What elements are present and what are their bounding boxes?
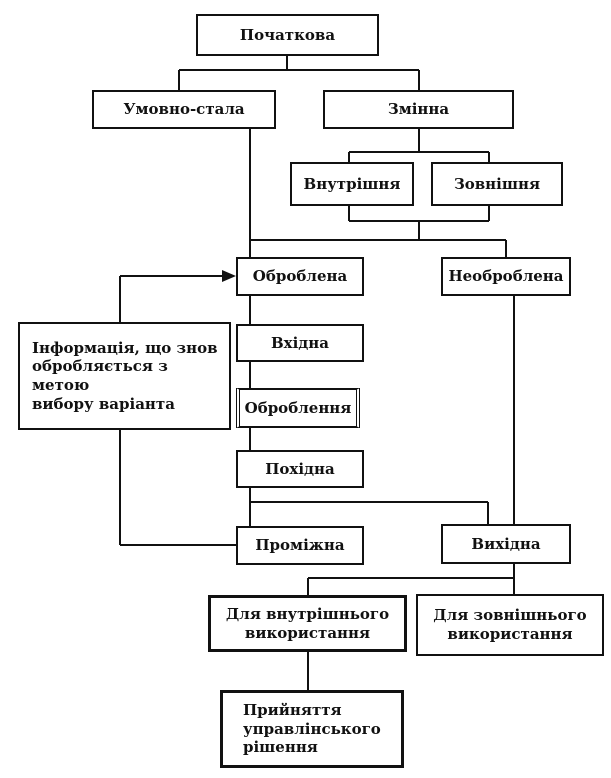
node-unprocessed: Необроблена <box>441 257 571 296</box>
node-internal-label: Внутрішня <box>303 174 401 193</box>
node-for-external-use-label: Для зовнішнього використання <box>433 606 587 643</box>
node-for-external-use: Для зовнішнього використання <box>416 594 604 656</box>
node-output: Вихідна <box>441 524 571 564</box>
node-for-internal-use-label: Для внутрішнього використання <box>225 604 390 642</box>
node-input-label: Вхідна <box>270 333 329 352</box>
node-variable-label: Змінна <box>387 100 450 119</box>
node-unprocessed-label: Необроблена <box>448 267 564 286</box>
node-output-label: Вихідна <box>471 534 541 553</box>
node-output-derived-label: Похідна <box>265 459 335 478</box>
node-output-derived: Похідна <box>236 450 364 488</box>
node-intermediate-label: Проміжна <box>255 536 345 555</box>
node-processed-label: Оброблена <box>252 267 348 286</box>
node-initial-label: Початкова <box>239 25 336 44</box>
node-management-decision: Прийняття управлінського рішення <box>220 690 404 768</box>
node-for-internal-use: Для внутрішнього використання <box>208 595 407 652</box>
node-management-decision-label: Прийняття управлінського рішення <box>243 700 381 757</box>
node-initial: Початкова <box>196 14 379 56</box>
node-external: Зовнішня <box>431 162 563 206</box>
node-processing: Оброблення <box>236 388 360 428</box>
node-input: Вхідна <box>236 324 364 362</box>
node-info-reprocessed: Інформація, що знов обробляється з метою… <box>18 322 231 430</box>
node-conditional-constant: Умовно-стала <box>92 90 276 129</box>
node-processed: Оброблена <box>236 257 364 296</box>
node-processing-label: Оброблення <box>244 398 352 417</box>
node-conditional-constant-label: Умовно-стала <box>123 100 245 119</box>
node-intermediate: Проміжна <box>236 526 364 565</box>
node-external-label: Зовнішня <box>453 174 541 193</box>
node-variable: Змінна <box>323 90 514 129</box>
node-internal: Внутрішня <box>290 162 414 206</box>
node-info-reprocessed-label: Інформація, що знов обробляється з метою… <box>32 338 218 413</box>
